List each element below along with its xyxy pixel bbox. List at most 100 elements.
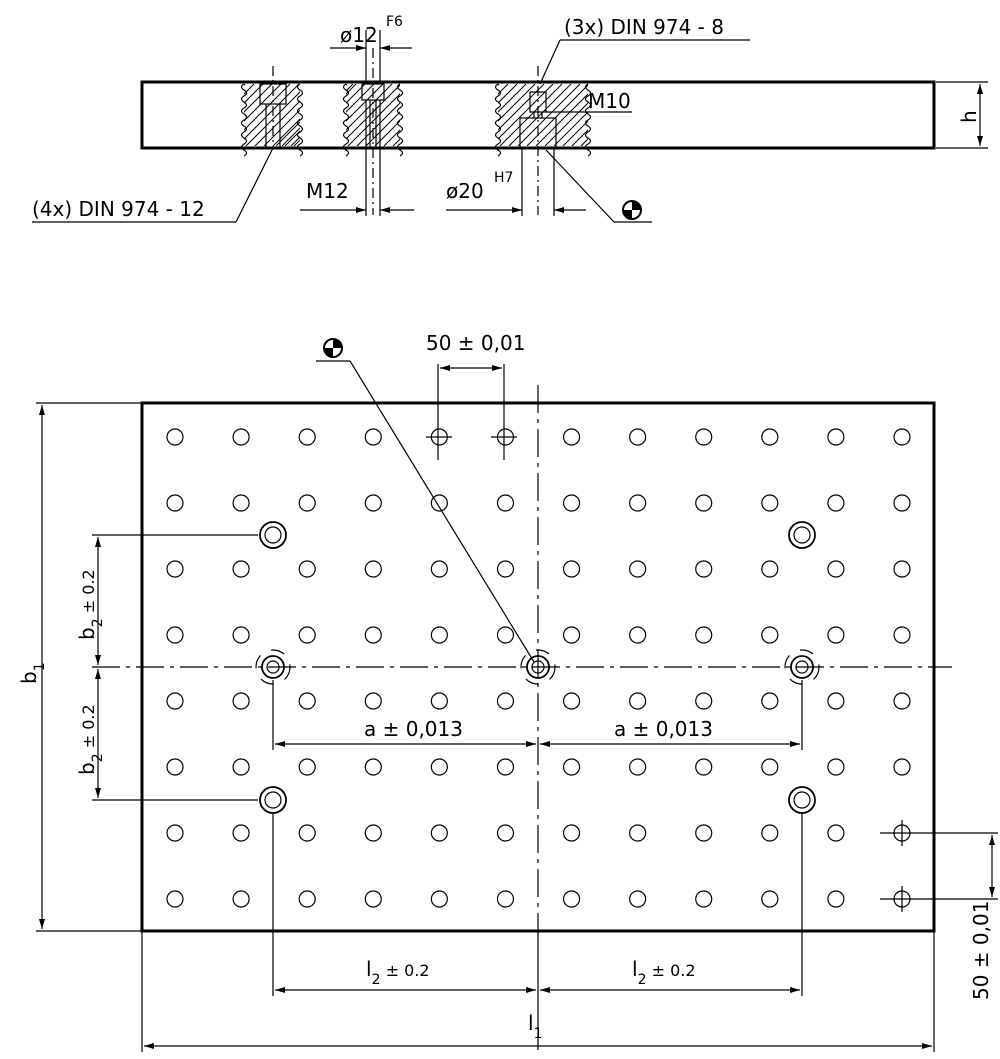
grid-hole [166, 428, 184, 446]
hatch-line [281, 84, 345, 146]
grid-hole [364, 758, 382, 776]
hatch-line [311, 84, 375, 146]
grid-hole [298, 758, 316, 776]
grid-hole [893, 494, 911, 512]
break-line [396, 83, 404, 157]
label-pitch-top: 50 ± 0,01 [426, 331, 525, 355]
grid-hole [893, 626, 911, 644]
grid-hole [695, 824, 713, 842]
grid-hole [629, 692, 647, 710]
grid-hole [629, 560, 647, 578]
bore-section-m12 [361, 48, 385, 215]
grid-hole [827, 494, 845, 512]
grid-hole [364, 824, 382, 842]
hole-grid [166, 428, 911, 908]
hatch-line [365, 84, 429, 146]
dim-l1: l1 [141, 931, 935, 1052]
grid-hole [430, 758, 448, 776]
hatch-line [347, 84, 411, 146]
label-din8: (3x) DIN 974 - 8 [564, 15, 724, 39]
grid-hole [232, 428, 250, 446]
grid-hole [298, 560, 316, 578]
grid-hole [232, 560, 250, 578]
hatch-line [244, 84, 282, 146]
hatch-line [517, 84, 581, 146]
grid-hole [629, 494, 647, 512]
pitch-mark-top: 50 ± 0,01 [426, 331, 525, 460]
locating-hole-din8 [526, 655, 550, 679]
grid-hole [496, 890, 515, 908]
label-m12: M12 [306, 179, 349, 203]
grid-hole [232, 692, 250, 710]
grid-hole [232, 758, 250, 776]
datum-target-icon [323, 338, 343, 358]
hatch-line [544, 84, 588, 146]
hatch-line [383, 84, 447, 146]
grid-hole [827, 428, 845, 446]
grid-hole [430, 560, 448, 578]
dim-b1: b1 [17, 402, 142, 932]
break-line [296, 83, 304, 157]
grid-hole [893, 692, 911, 710]
grid-hole [496, 758, 515, 776]
grid-hole [496, 824, 515, 842]
dowel-hole-din12 [259, 786, 287, 814]
dowel-hole-inner [793, 526, 811, 544]
reference-holes [255, 521, 820, 814]
grid-hole [629, 758, 647, 776]
label-pitch-right: 50 ± 0,01 [969, 901, 993, 1000]
label-diam20-tol: H7 [494, 170, 513, 186]
locating-hole-inner [531, 660, 545, 674]
locating-hole-din8 [261, 655, 285, 679]
label-b2-lower: b2 ± 0.2 [75, 704, 106, 775]
hatch-line [302, 84, 366, 146]
grid-hole [827, 626, 845, 644]
dowel-hole-din12 [788, 521, 816, 549]
grid-hole [695, 692, 713, 710]
grid-hole [166, 758, 184, 776]
grid-hole [232, 626, 250, 644]
locating-hole-inner [266, 660, 280, 674]
grid-hole [827, 890, 845, 908]
dim-diam12: ø12 F6 [330, 14, 412, 84]
dim-b2-lower: b2 ± 0.2 [75, 669, 258, 801]
hatch-line [481, 84, 545, 146]
grid-hole [496, 626, 515, 644]
hatch-line [508, 84, 572, 146]
bore-section-din8 [519, 66, 557, 215]
datum-leader-section [545, 149, 652, 223]
label-h: h [957, 110, 981, 123]
grid-hole [298, 494, 316, 512]
grid-hole [364, 626, 382, 644]
grid-hole [364, 692, 382, 710]
datum-target-icon [622, 200, 642, 220]
grid-hole [430, 692, 448, 710]
grid-hole [298, 626, 316, 644]
grid-hole [761, 890, 779, 908]
datum-leader-plan [316, 338, 535, 663]
grid-hole [827, 560, 845, 578]
hatch-line [329, 84, 393, 146]
dowel-hole-inner [264, 526, 282, 544]
label-b1: b1 [17, 662, 48, 684]
hatch-line [436, 84, 500, 146]
grid-hole [761, 428, 779, 446]
grid-hole [761, 560, 779, 578]
label-diam20: ø20 [446, 179, 484, 203]
dim-h: h [936, 81, 988, 149]
grid-hole [430, 824, 448, 842]
grid-hole [496, 560, 515, 578]
grid-hole [562, 692, 581, 710]
grid-hole [166, 494, 184, 512]
bore-section-din12 [259, 66, 287, 150]
dim-m12: M12 [300, 148, 414, 216]
label-l2-left: l2 ± 0.2 [366, 957, 430, 988]
dim-a: a ± 0,013 a ± 0,013 [272, 680, 803, 750]
hatch-line [320, 84, 384, 146]
grid-hole [166, 626, 184, 644]
hatch-line [490, 84, 554, 146]
hatch-line [244, 84, 291, 146]
grid-hole [893, 428, 911, 446]
grid-hole [893, 560, 911, 578]
